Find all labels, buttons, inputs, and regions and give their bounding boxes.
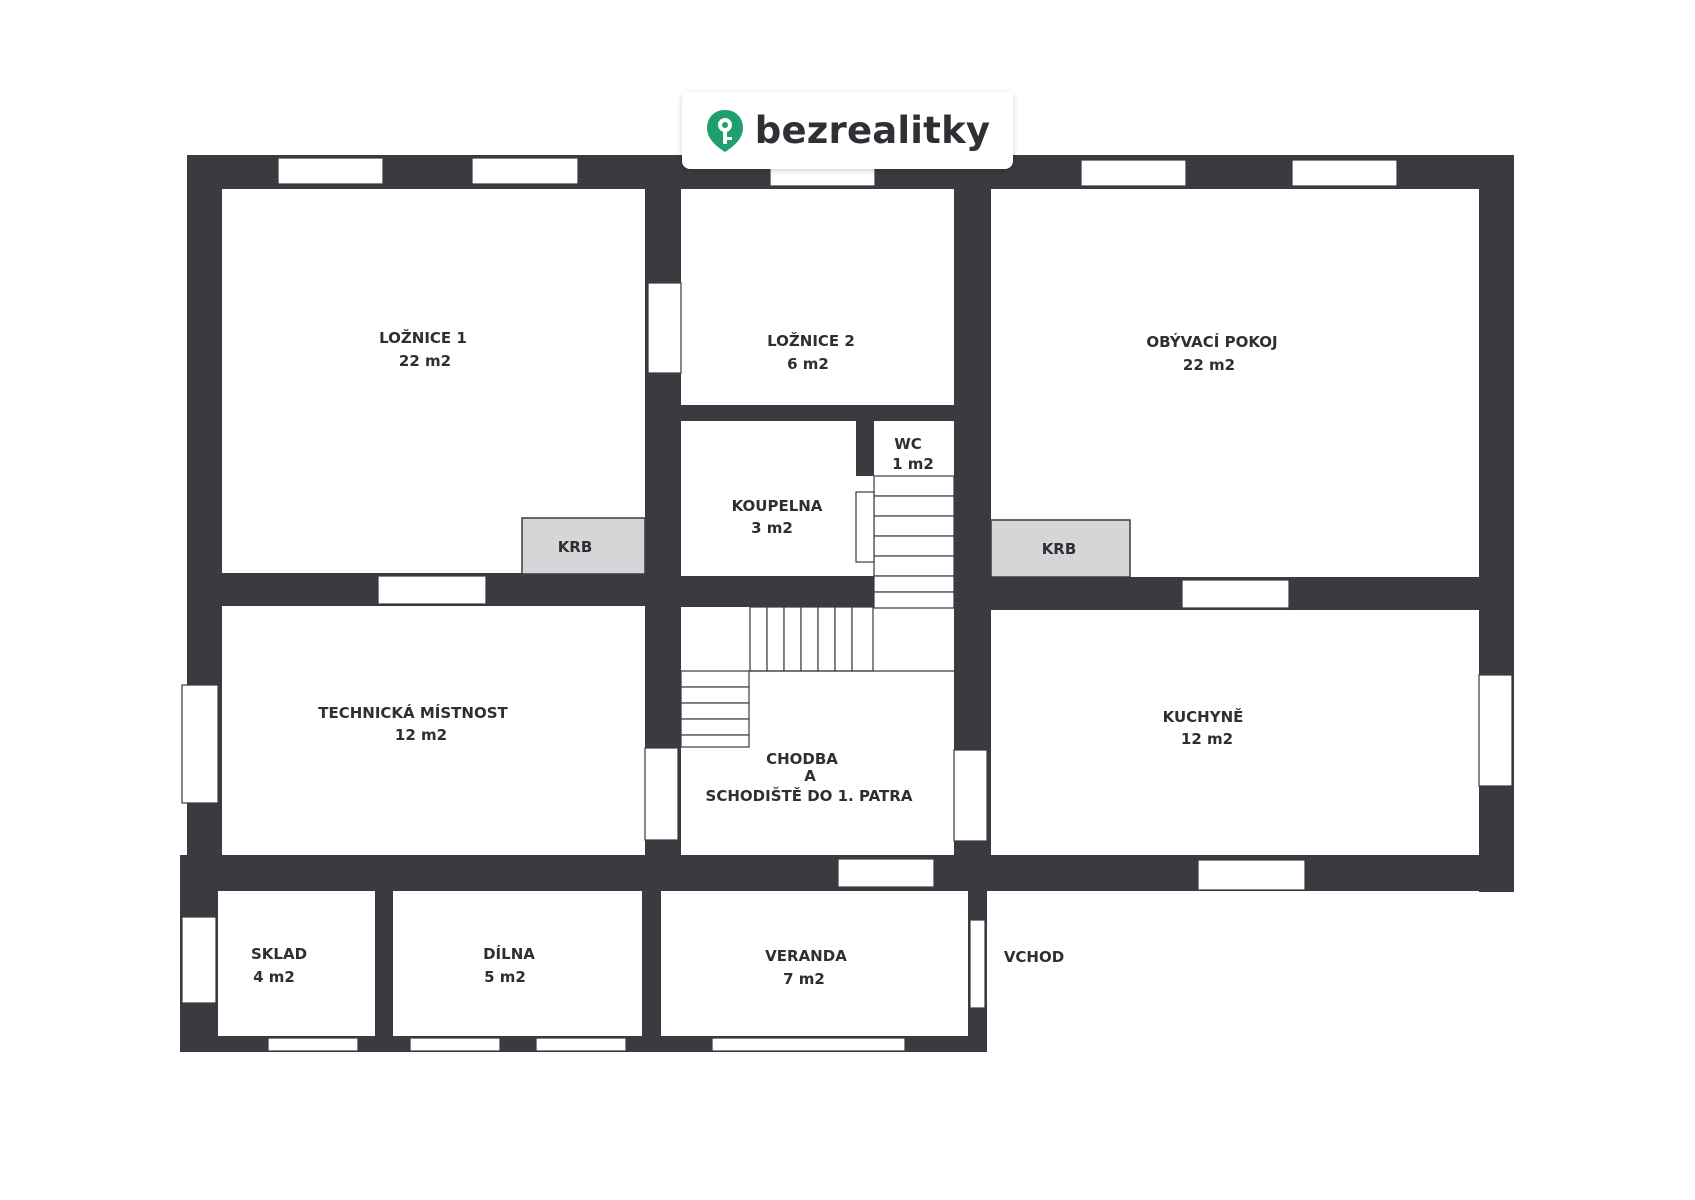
room-name: TECHNICKÁ MÍSTNOST (318, 703, 508, 722)
window (535, 1037, 627, 1052)
corridor-label-line3: SCHODIŠTĚ DO 1. PATRA (706, 786, 913, 805)
stair-step (873, 515, 955, 537)
wall (681, 576, 874, 607)
stair-step (855, 491, 875, 563)
room-name: KOUPELNA (732, 497, 823, 515)
entrance-label: VCHOD (1004, 948, 1064, 966)
stair-step (851, 606, 874, 672)
room-area: 7 m2 (783, 970, 825, 988)
fireplace-label: KRB (558, 538, 593, 556)
fireplace-left (521, 517, 646, 575)
room-labels: LOŽNICE 1 22 m2 LOŽNICE 2 6 m2 OBÝVACÍ P… (251, 328, 1278, 988)
stair-step (680, 734, 750, 748)
stair-step (680, 718, 750, 736)
window (837, 858, 935, 888)
window (1478, 674, 1513, 787)
room-name: VERANDA (765, 947, 847, 965)
window (953, 749, 988, 842)
brand-logo: bezrealitky (682, 92, 1013, 169)
fireplace-right (990, 519, 1131, 578)
room-name: WC (894, 435, 922, 453)
room-area: 22 m2 (1183, 356, 1235, 374)
stair-step (873, 575, 955, 593)
window (1181, 579, 1290, 609)
window (1197, 859, 1306, 891)
corridor-label-line1: CHODBA (766, 750, 838, 768)
wall (681, 405, 954, 421)
room-name: SKLAD (251, 945, 307, 963)
key-pin-icon (706, 109, 743, 152)
room-area: 12 m2 (395, 726, 447, 744)
stair-step (766, 606, 785, 672)
fireplace-label: KRB (1042, 540, 1077, 558)
corridor-label-line2: A (804, 767, 816, 785)
windows (181, 157, 1513, 1052)
stair-step (680, 670, 750, 688)
room-area: 12 m2 (1181, 730, 1233, 748)
room-name: KUCHYNĚ (1163, 707, 1244, 726)
stair-step (800, 606, 819, 672)
stair-step (817, 606, 836, 672)
stair-step (873, 475, 955, 497)
room-name: LOŽNICE 1 (379, 328, 467, 347)
stair-step (873, 535, 955, 557)
brand-name: bezrealitky (754, 109, 991, 152)
wall (954, 155, 991, 855)
window (1291, 159, 1398, 187)
window (277, 157, 384, 185)
room-name: DÍLNA (483, 944, 535, 963)
stair-step (873, 591, 955, 609)
room-name: LOŽNICE 2 (767, 331, 855, 350)
window (181, 916, 217, 1004)
room-area: 22 m2 (399, 352, 451, 370)
stair-step (783, 606, 802, 672)
stair-step (749, 606, 768, 672)
room-area: 6 m2 (787, 355, 829, 373)
stair-step (834, 606, 853, 672)
room-name: OBÝVACÍ POKOJ (1146, 332, 1277, 351)
room-area: 5 m2 (484, 968, 526, 986)
stair-step (873, 495, 955, 517)
window (409, 1037, 501, 1052)
window (969, 919, 986, 1009)
wall (375, 891, 393, 1036)
window (267, 1037, 359, 1052)
stair-step (680, 702, 750, 720)
window (644, 747, 679, 841)
window (377, 575, 487, 605)
stair-step (680, 686, 750, 704)
window (711, 1037, 906, 1052)
window (471, 157, 579, 185)
wall (645, 155, 681, 855)
room-area: 3 m2 (751, 519, 793, 537)
window (1080, 159, 1187, 187)
staircase (680, 475, 955, 748)
room-area: 1 m2 (892, 455, 934, 473)
window (181, 684, 219, 804)
room-area: 4 m2 (253, 968, 295, 986)
wall (856, 421, 874, 476)
stair-step (873, 555, 955, 577)
window (647, 282, 682, 374)
wall (642, 891, 661, 1036)
